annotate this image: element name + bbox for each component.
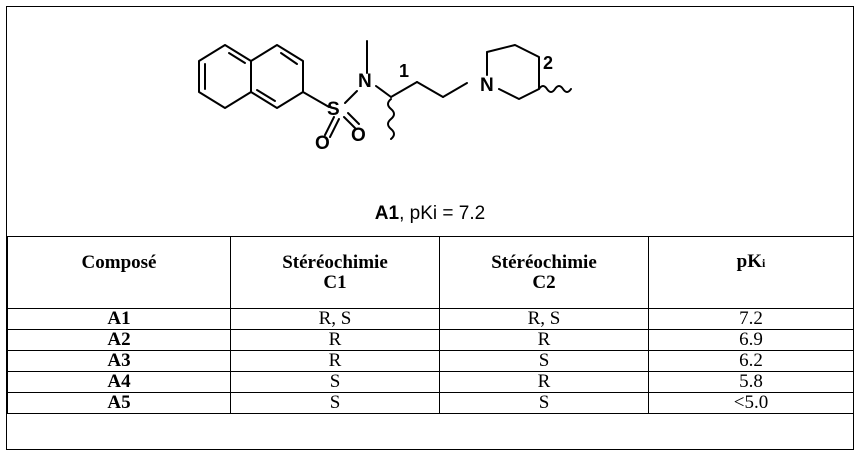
structure-drawing: S N O O N 1 2 — [198, 40, 572, 154]
structure-caption: A1, pKi = 7.2 — [7, 203, 853, 225]
cell-pki: 6.9 — [648, 329, 854, 351]
document-frame: S N O O N 1 2 A1, pKi = 7.2 Composé Stér… — [6, 6, 854, 450]
table-row: A5 S S <5.0 — [7, 392, 854, 414]
chemical-structure: S N O O N 1 2 A1, pKi = 7.2 — [7, 7, 853, 236]
atom-oxygen-2: O — [351, 125, 366, 146]
stereocenter-label-1: 1 — [399, 61, 409, 81]
atom-oxygen-1: O — [315, 133, 330, 154]
caption-compound: A1 — [374, 203, 400, 224]
cell-c2: R — [439, 329, 649, 351]
cell-pki: <5.0 — [648, 392, 854, 414]
cell-c1: S — [230, 392, 440, 414]
stereocenter-label-2: 2 — [543, 53, 553, 73]
cell-pki: 5.8 — [648, 371, 854, 393]
header-pki: pKi — [648, 236, 854, 309]
cell-c1: R — [230, 329, 440, 351]
cell-c2: S — [439, 350, 649, 372]
table-row: A1 R, S R, S 7.2 — [7, 308, 854, 330]
cell-c2: S — [439, 392, 649, 414]
table-row: A2 R R 6.9 — [7, 329, 854, 351]
cell-c1: S — [230, 371, 440, 393]
cell-pki: 7.2 — [648, 308, 854, 330]
cell-pki: 6.2 — [648, 350, 854, 372]
atom-nitrogen-sulfonamide: N — [358, 71, 372, 92]
cell-compound: A2 — [7, 329, 231, 351]
cell-compound: A1 — [7, 308, 231, 330]
table-row: A4 S R 5.8 — [7, 371, 854, 393]
cell-c2: R — [439, 371, 649, 393]
atom-nitrogen-piperidine: N — [480, 75, 494, 96]
cell-compound: A4 — [7, 371, 231, 393]
header-compound: Composé — [7, 236, 231, 309]
cell-compound: A5 — [7, 392, 231, 414]
table-row: A3 R S 6.2 — [7, 350, 854, 372]
cell-c2: R, S — [439, 308, 649, 330]
atom-sulfur: S — [327, 99, 340, 120]
cell-c1: R — [230, 350, 440, 372]
caption-prefix: , pK — [399, 203, 433, 224]
cell-compound: A3 — [7, 350, 231, 372]
caption-suffix: i = 7.2 — [432, 203, 486, 224]
cell-c1: R, S — [230, 308, 440, 330]
